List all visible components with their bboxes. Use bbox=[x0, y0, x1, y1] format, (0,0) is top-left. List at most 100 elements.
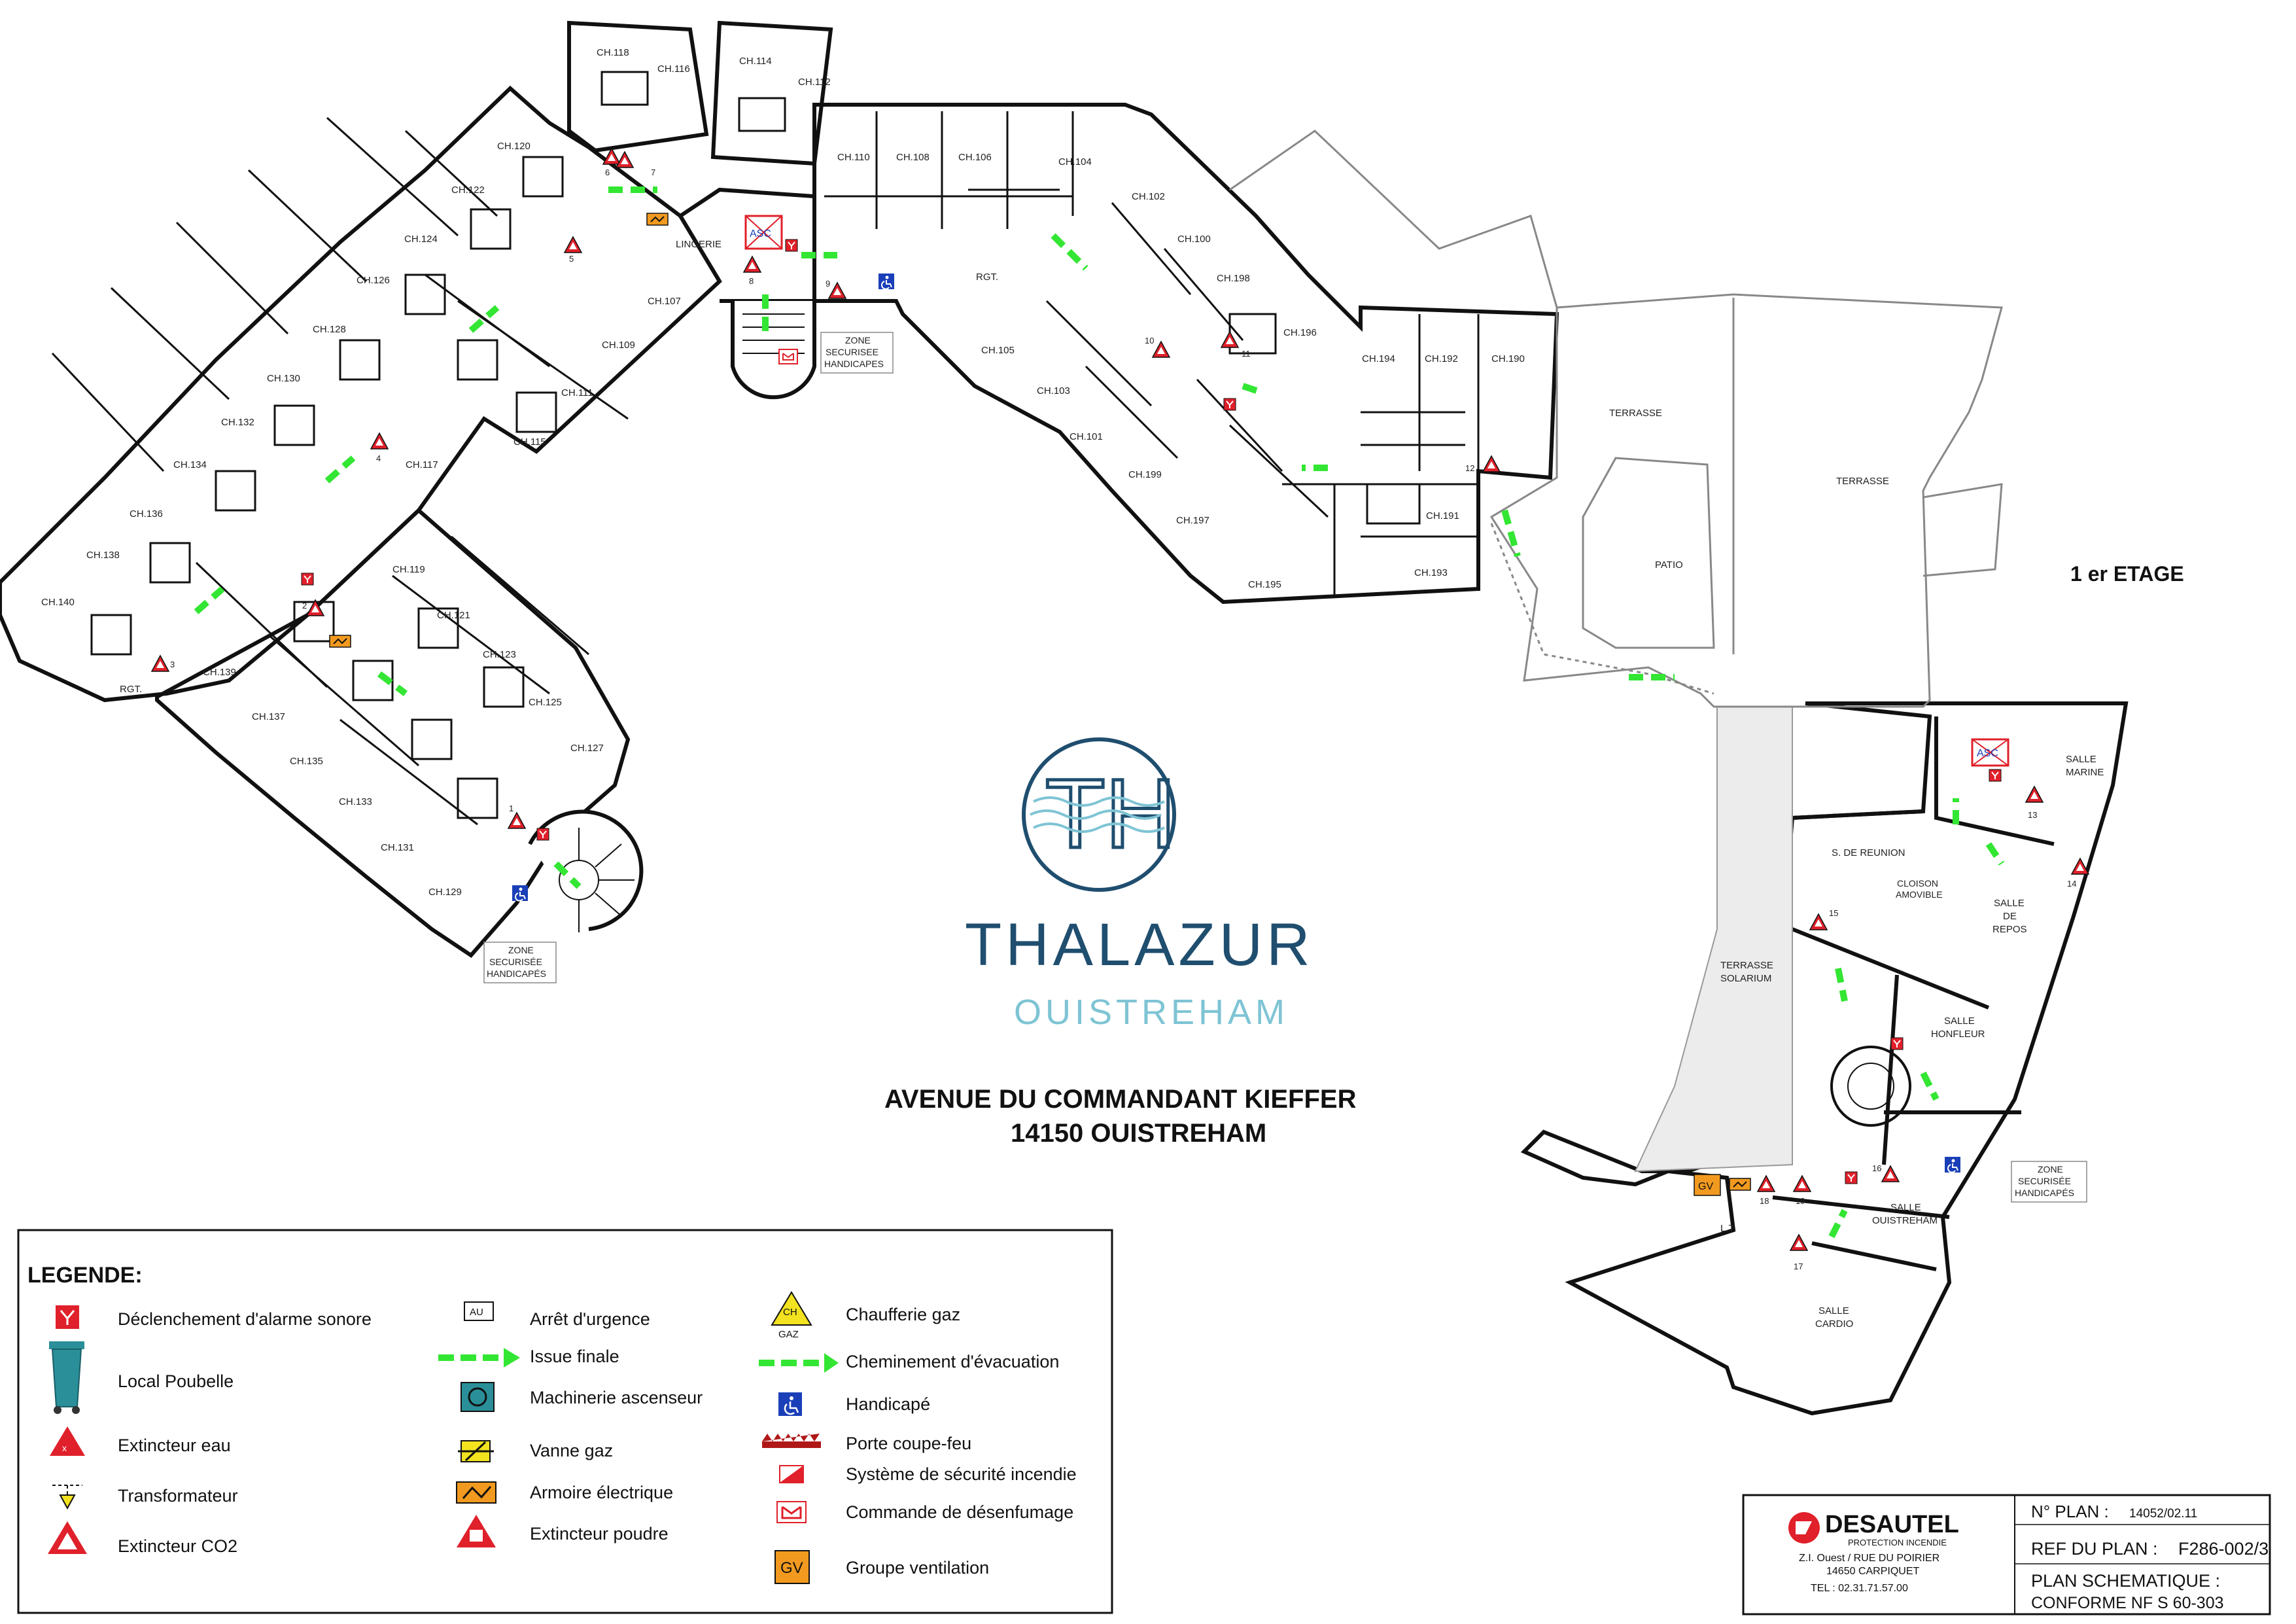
title-block: DESAUTEL PROTECTION INCENDIE Z.I. Ouest … bbox=[1742, 1494, 2271, 1615]
svg-text:RGT.: RGT. bbox=[976, 272, 998, 283]
svg-text:CH.139: CH.139 bbox=[203, 667, 236, 678]
svg-text:Z.I. Ouest / RUE DU POIRIER: Z.I. Ouest / RUE DU POIRIER bbox=[1799, 1553, 1939, 1564]
svg-text:SECURISÉE: SECURISÉE bbox=[489, 957, 542, 967]
svg-text:PATIO: PATIO bbox=[1655, 559, 1683, 571]
svg-text:8: 8 bbox=[749, 276, 754, 286]
svg-text:L.T.: L.T. bbox=[1720, 1223, 1736, 1234]
svg-text:Machinerie ascenseur: Machinerie ascenseur bbox=[530, 1388, 703, 1407]
svg-text:Extincteur eau: Extincteur eau bbox=[118, 1436, 231, 1455]
svg-text:AMOVIBLE: AMOVIBLE bbox=[1896, 889, 1943, 900]
alarm-trigger-icon bbox=[56, 1305, 79, 1329]
svg-text:CH.136: CH.136 bbox=[130, 508, 163, 520]
svg-text:14: 14 bbox=[2067, 879, 2076, 889]
svg-text:Système de sécurité incendie: Système de sécurité incendie bbox=[846, 1464, 1077, 1484]
svg-text:CH.109: CH.109 bbox=[602, 340, 635, 351]
svg-text:CH.112: CH.112 bbox=[798, 77, 831, 88]
svg-text:ZONE: ZONE bbox=[845, 335, 871, 345]
svg-text:SALLE: SALLE bbox=[1944, 1015, 1975, 1027]
smoke-control-icon bbox=[776, 1501, 807, 1523]
svg-text:LINGERIE: LINGERIE bbox=[676, 239, 722, 250]
svg-text:TERRASSE: TERRASSE bbox=[1720, 960, 1773, 971]
svg-text:RGT.: RGT. bbox=[120, 684, 142, 695]
svg-text:GAZ: GAZ bbox=[778, 1329, 799, 1340]
svg-text:1: 1 bbox=[509, 803, 513, 813]
svg-text:Extincteur poudre: Extincteur poudre bbox=[530, 1524, 669, 1544]
svg-text:CH.123: CH.123 bbox=[483, 649, 516, 660]
thalazur-logo: TH THALAZUR OUISTREHAM bbox=[965, 737, 1314, 1032]
svg-text:REPOS: REPOS bbox=[1992, 924, 2027, 935]
svg-text:CH.133: CH.133 bbox=[339, 796, 372, 807]
ventilation-group-icon: GV bbox=[774, 1550, 810, 1584]
svg-text:14150 OUISTREHAM: 14150 OUISTREHAM bbox=[1011, 1119, 1266, 1148]
svg-text:16: 16 bbox=[1872, 1163, 1881, 1173]
svg-text:14052/02.11: 14052/02.11 bbox=[2129, 1507, 2197, 1521]
svg-text:13: 13 bbox=[2028, 810, 2037, 820]
svg-text:CH.197: CH.197 bbox=[1176, 515, 1209, 526]
svg-text:CH.102: CH.102 bbox=[1132, 191, 1165, 202]
svg-text:THALAZUR: THALAZUR bbox=[965, 911, 1314, 978]
svg-text:PROTECTION INCENDIE: PROTECTION INCENDIE bbox=[1848, 1538, 1947, 1547]
svg-text:Handicapé: Handicapé bbox=[846, 1394, 930, 1414]
svg-text:CH.135: CH.135 bbox=[290, 756, 323, 767]
svg-text:17: 17 bbox=[1794, 1262, 1803, 1271]
svg-text:CH.138: CH.138 bbox=[86, 550, 120, 561]
svg-text:SECURISÉE: SECURISÉE bbox=[2018, 1176, 2071, 1186]
final-exit-icon bbox=[438, 1348, 520, 1368]
svg-text:CH.124: CH.124 bbox=[404, 234, 438, 245]
terrasse-solarium-area bbox=[1634, 706, 1793, 1173]
svg-text:Local Poubelle: Local Poubelle bbox=[118, 1371, 234, 1391]
svg-text:CH.128: CH.128 bbox=[313, 324, 346, 335]
west-wing bbox=[0, 20, 1559, 958]
svg-text:ASC: ASC bbox=[1977, 748, 1998, 759]
svg-text:GV: GV bbox=[780, 1559, 803, 1577]
svg-text:CH.134: CH.134 bbox=[173, 459, 207, 470]
svg-text:GV: GV bbox=[1698, 1181, 1713, 1192]
handicapped-icon bbox=[778, 1392, 802, 1416]
svg-text:LEGENDE:: LEGENDE: bbox=[27, 1263, 143, 1288]
trash-bin-icon bbox=[49, 1341, 84, 1414]
svg-text:HANDICAPES: HANDICAPES bbox=[824, 359, 884, 369]
legend: LEGENDE: Déclenchement d'alarme sonore L… bbox=[17, 1229, 1113, 1614]
svg-text:2: 2 bbox=[302, 601, 307, 610]
svg-text:HANDICAPÉS: HANDICAPÉS bbox=[487, 968, 546, 979]
svg-text:3: 3 bbox=[170, 660, 175, 669]
svg-text:Groupe ventilation: Groupe ventilation bbox=[846, 1558, 989, 1578]
svg-text:REF DU PLAN :: REF DU PLAN : bbox=[2031, 1539, 2158, 1559]
svg-text:4: 4 bbox=[376, 453, 381, 463]
svg-text:CH.132: CH.132 bbox=[221, 417, 254, 428]
svg-text:CH.121: CH.121 bbox=[437, 610, 470, 621]
svg-text:ASC: ASC bbox=[750, 228, 771, 239]
elevator-machinery-icon bbox=[461, 1382, 495, 1412]
gas-valve-icon bbox=[458, 1440, 494, 1462]
svg-text:TERRASSE: TERRASSE bbox=[1609, 408, 1662, 419]
svg-text:5: 5 bbox=[569, 254, 574, 264]
svg-text:7: 7 bbox=[651, 168, 655, 177]
svg-text:CONFORME NF S 60-303: CONFORME NF S 60-303 bbox=[2031, 1594, 2224, 1612]
address: AVENUE DU COMMANDANT KIEFFER 14150 OUIST… bbox=[884, 1085, 1357, 1148]
svg-text:6: 6 bbox=[605, 168, 610, 177]
svg-text:CH.120: CH.120 bbox=[497, 141, 531, 152]
svg-text:19: 19 bbox=[1796, 1196, 1805, 1206]
fire-safety-system-icon bbox=[779, 1465, 804, 1483]
electrical-cabinet-icon bbox=[456, 1481, 496, 1504]
svg-text:11: 11 bbox=[1242, 349, 1251, 359]
desautel-logo-icon bbox=[1788, 1512, 1820, 1544]
svg-text:Commande de désenfumage: Commande de désenfumage bbox=[846, 1502, 1073, 1522]
svg-text:CH.106: CH.106 bbox=[958, 152, 992, 163]
emergency-stop-icon: AU bbox=[464, 1301, 494, 1321]
svg-text:CH.103: CH.103 bbox=[1037, 385, 1070, 397]
svg-text:CH: CH bbox=[783, 1307, 797, 1318]
powder-extinguisher-icon bbox=[457, 1515, 496, 1547]
svg-text:CH.126: CH.126 bbox=[357, 275, 390, 286]
svg-text:CH.194: CH.194 bbox=[1362, 353, 1395, 364]
svg-text:F286-002/3: F286-002/3 bbox=[2178, 1539, 2269, 1559]
svg-text:CH.117: CH.117 bbox=[406, 459, 438, 470]
svg-text:CH.122: CH.122 bbox=[451, 185, 485, 196]
svg-text:CH.140: CH.140 bbox=[41, 597, 75, 608]
svg-text:CH.193: CH.193 bbox=[1414, 567, 1448, 578]
svg-text:12: 12 bbox=[1465, 463, 1474, 473]
svg-text:AU: AU bbox=[470, 1307, 483, 1318]
svg-text:S. DE REUNION: S. DE REUNION bbox=[1832, 847, 1905, 858]
west-wing-partitions bbox=[51, 71, 786, 826]
